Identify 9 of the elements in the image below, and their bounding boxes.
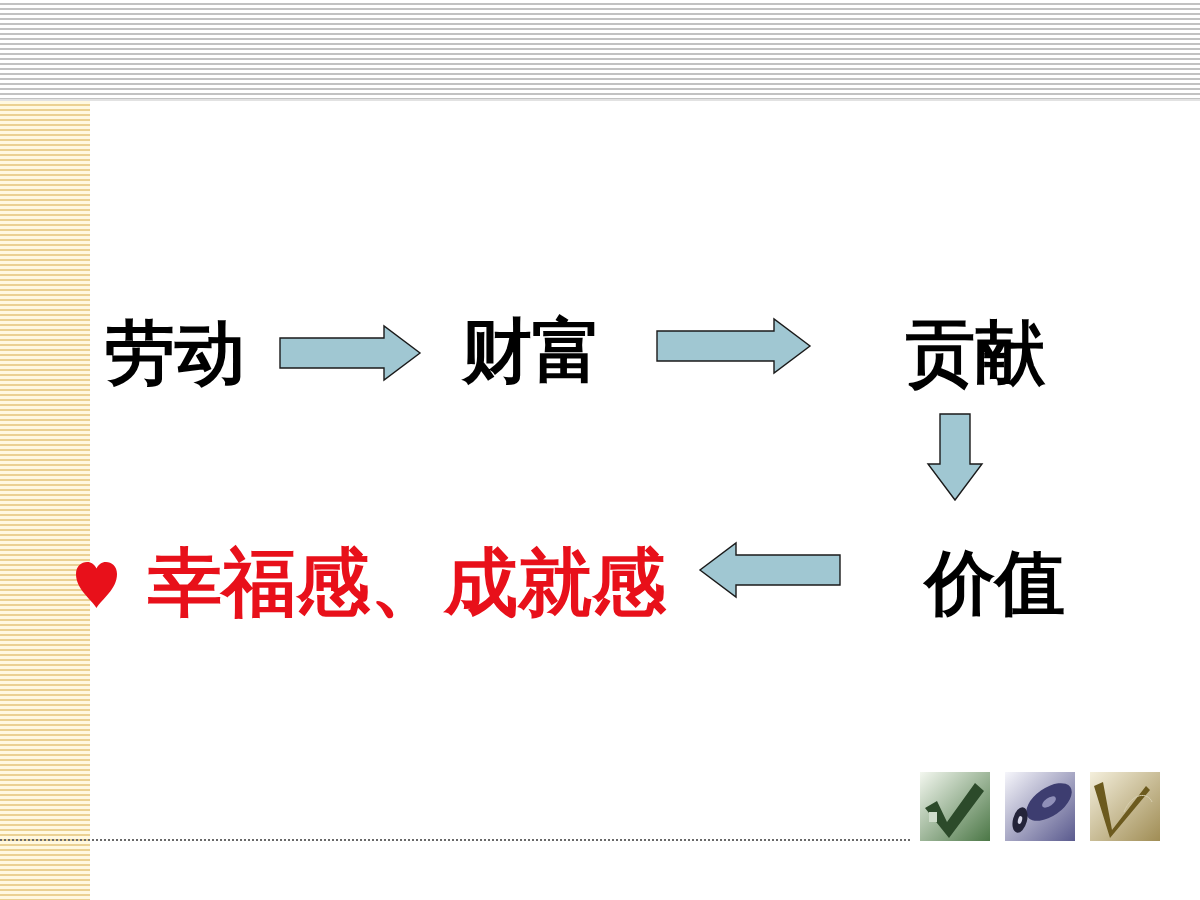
block-arrow [926,413,984,502]
step-label: 贡献 [810,310,1053,414]
result-label: 幸福感、成就感 [140,538,700,628]
block-arrow [698,541,841,599]
step-label: 财富 [420,308,657,394]
step-label: 劳动 [97,310,280,396]
step-label: 价值 [840,500,1073,626]
block-arrow [656,317,812,375]
block-arrow [279,324,422,382]
